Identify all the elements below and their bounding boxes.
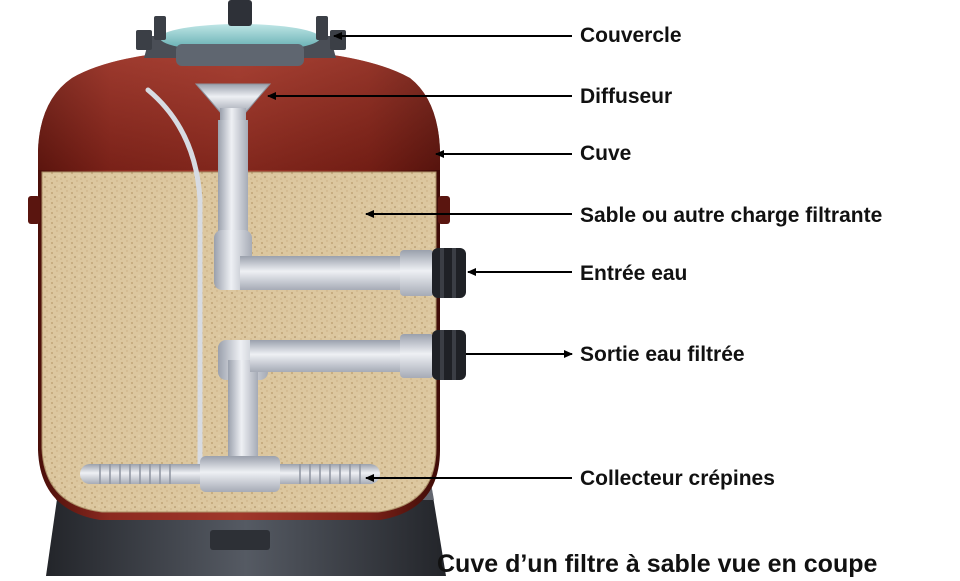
inlet-pipe (214, 120, 466, 298)
label-couvercle: Couvercle (580, 24, 682, 47)
collector-laterals (80, 456, 380, 492)
air-purge-tube (145, 87, 203, 471)
tank-lid (136, 0, 346, 66)
diffuser (194, 83, 272, 122)
label-sable: Sable ou autre charge filtrante (580, 204, 883, 227)
label-diffuseur: Diffuseur (580, 85, 673, 108)
label-cuve: Cuve (580, 142, 632, 165)
label-collecteur: Collecteur crépines (580, 467, 775, 490)
outlet-pipe (218, 330, 466, 470)
leader-arrows (267, 32, 573, 482)
label-sortie: Sortie eau filtrée (580, 343, 745, 366)
label-entree: Entrée eau (580, 262, 688, 285)
diagram-caption: Cuve d’un filtre à sable vue en coupe (437, 550, 878, 578)
